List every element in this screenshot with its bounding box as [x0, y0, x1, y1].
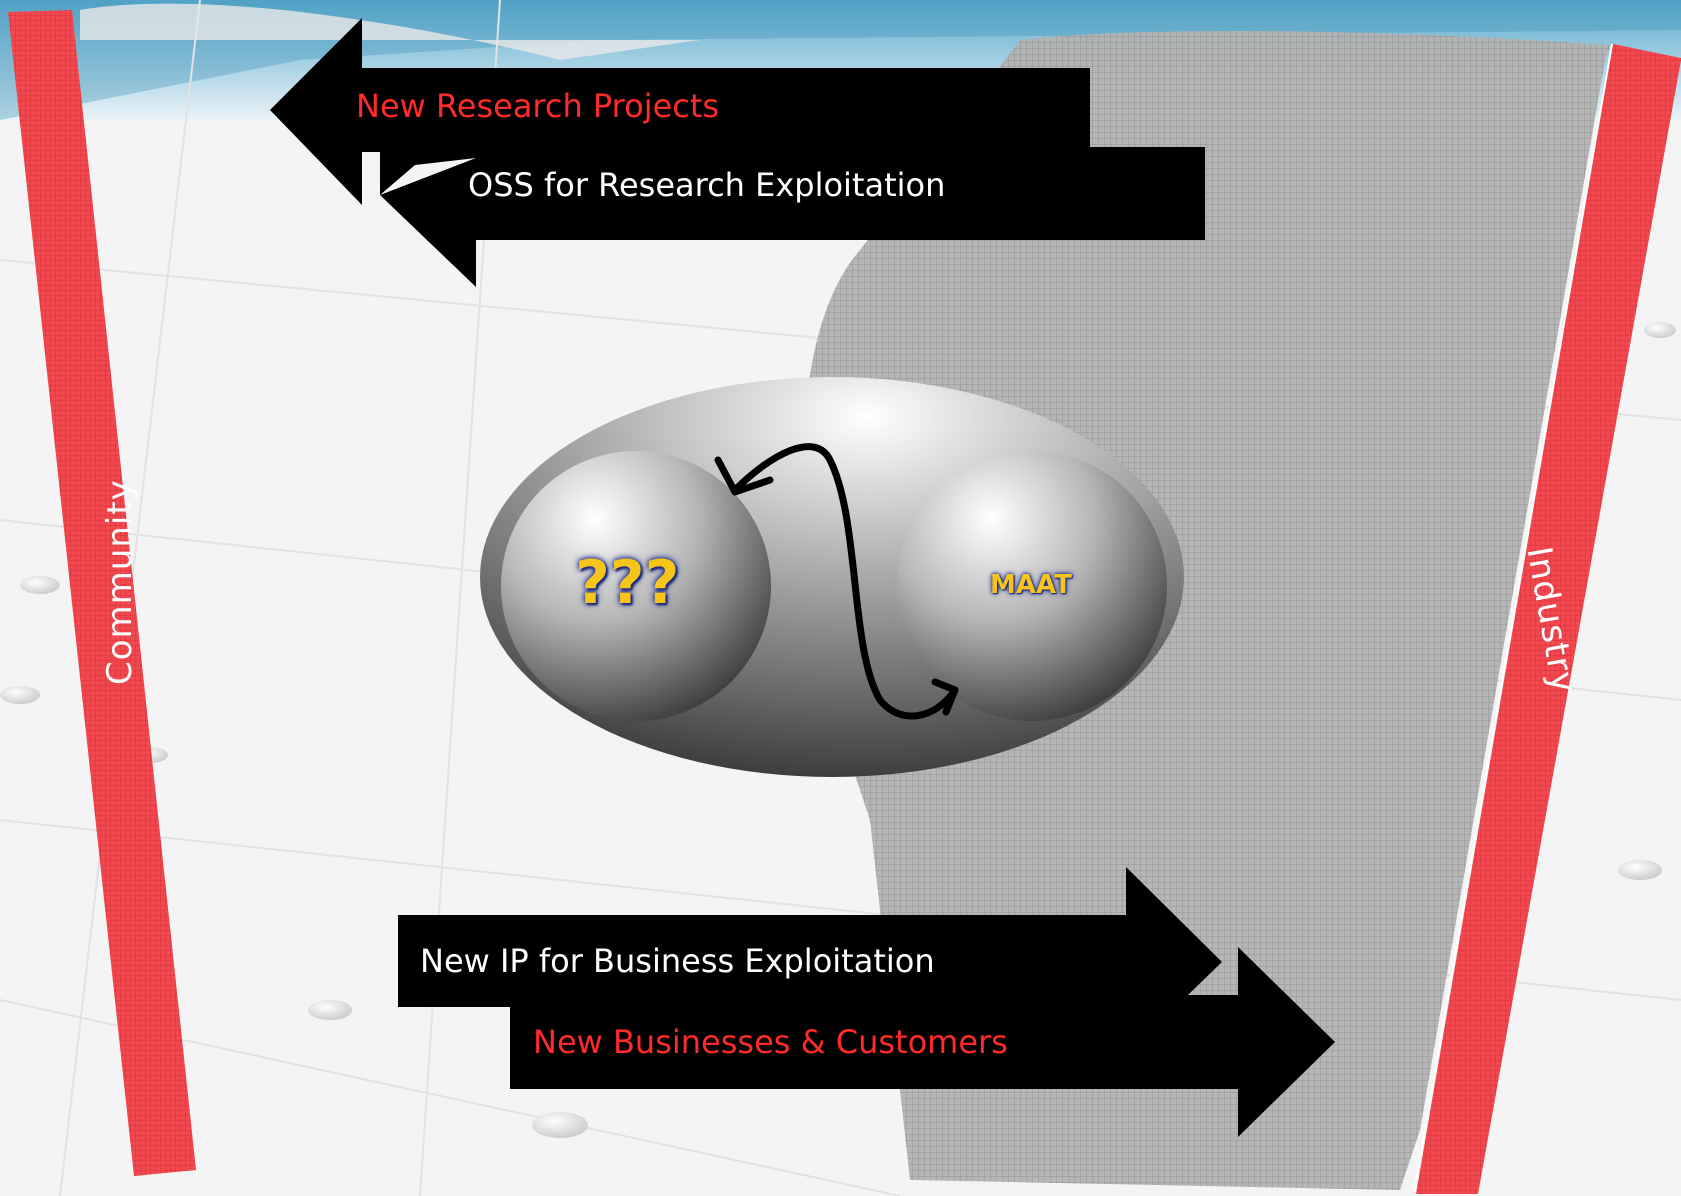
arrow-oss-research-exploitation: [380, 147, 1205, 287]
community-label: Community: [100, 479, 140, 685]
community-band: [8, 10, 196, 1176]
industry-band: [1416, 44, 1681, 1194]
industry-region: [802, 30, 1610, 1190]
maat-node-label: MAAT: [990, 570, 1072, 600]
arrow-new-research-projects: [270, 18, 1090, 205]
arrow-new-businesses-customers: [510, 947, 1335, 1137]
label-new-research-projects: New Research Projects: [356, 87, 720, 125]
unknown-node-label: ???: [575, 548, 680, 618]
unknown-node: [501, 451, 771, 721]
arrow-new-ip-business-exploitation: [398, 867, 1222, 1055]
label-oss-research-exploitation: OSS for Research Exploitation: [468, 166, 946, 204]
cycle-arrow-icon: [714, 443, 959, 720]
maat-node: [897, 451, 1167, 721]
label-new-businesses-customers: New Businesses & Customers: [533, 1023, 1008, 1061]
label-new-ip-business-exploitation: New IP for Business Exploitation: [420, 942, 935, 980]
footer-strip: [0, 1182, 1681, 1196]
